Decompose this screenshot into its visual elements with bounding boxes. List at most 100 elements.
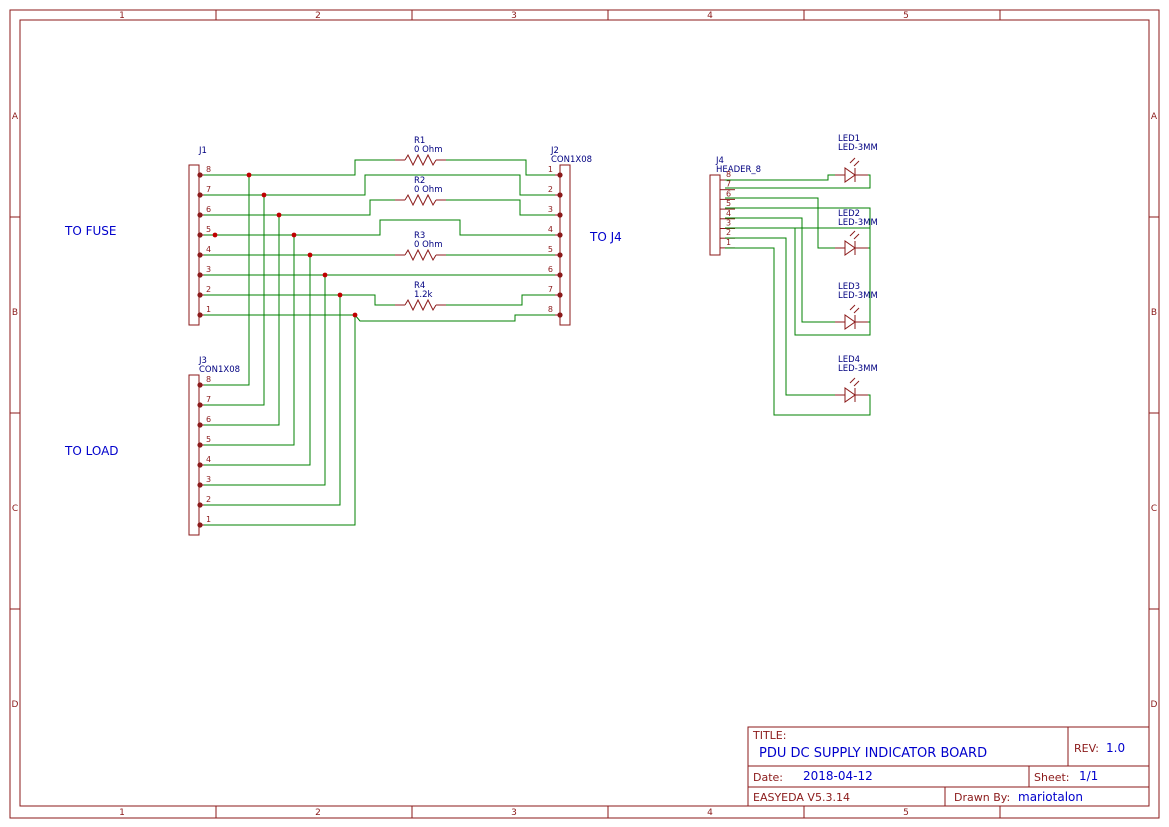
rev-value: 1.0 bbox=[1106, 741, 1125, 755]
j2-pin-dot bbox=[557, 192, 563, 198]
resistor-r1[interactable]: R1 0 Ohm bbox=[395, 136, 446, 167]
row-label-c-left: C bbox=[12, 504, 18, 514]
j3-pin-number: 1 bbox=[206, 515, 211, 524]
col-label-2-top: 2 bbox=[315, 11, 321, 21]
led4-value: LED-3MM bbox=[838, 364, 878, 374]
r2-value: 0 Ohm bbox=[414, 185, 442, 195]
resistor-r3[interactable]: R3 0 Ohm bbox=[395, 231, 446, 262]
j1-pin-number: 6 bbox=[206, 205, 211, 214]
j1-pin-dot bbox=[197, 232, 203, 238]
j1-pin-dot bbox=[197, 272, 203, 278]
j4-pin-number: 2 bbox=[726, 228, 731, 237]
drawn-by-label: Drawn By: bbox=[954, 791, 1010, 804]
r1-value: 0 Ohm bbox=[414, 145, 442, 155]
j2-pin-number: 5 bbox=[548, 245, 553, 254]
j4-pin-number: 1 bbox=[726, 238, 731, 247]
led3-ref: LED3 bbox=[838, 282, 860, 292]
j2-pin-dot bbox=[557, 312, 563, 318]
title-value: PDU DC SUPPLY INDICATOR BOARD bbox=[759, 746, 987, 761]
date-label: Date: bbox=[753, 771, 783, 784]
row-label-b-left: B bbox=[12, 308, 18, 318]
j2-pin-number: 8 bbox=[548, 305, 553, 314]
date-value: 2018-04-12 bbox=[803, 769, 873, 783]
led-4[interactable]: LED4 LED-3MM bbox=[835, 355, 878, 403]
led2-value: LED-3MM bbox=[838, 218, 878, 228]
j4-ref: J4 bbox=[715, 156, 724, 166]
j2-pin-number: 3 bbox=[548, 205, 553, 214]
j1-pin-dot bbox=[197, 312, 203, 318]
title-label: TITLE: bbox=[752, 729, 786, 742]
resistor-r2[interactable]: R2 0 Ohm bbox=[395, 176, 446, 207]
wires-j1-j2 bbox=[204, 159, 555, 322]
wires-j4-leds bbox=[725, 174, 871, 416]
col-label-2-bottom: 2 bbox=[315, 808, 321, 818]
j1-pin-number: 3 bbox=[206, 265, 211, 274]
row-label-d-right: D bbox=[1151, 700, 1158, 710]
tool-version: EASYEDA V5.3.14 bbox=[753, 791, 850, 804]
j2-pin-dot bbox=[557, 172, 563, 178]
j2-pin-number: 6 bbox=[548, 265, 553, 274]
row-label-a-right: A bbox=[1151, 112, 1158, 122]
j3-pin-number: 2 bbox=[206, 495, 211, 504]
j4-pin-number: 8 bbox=[726, 170, 731, 179]
led2-ref: LED2 bbox=[838, 209, 860, 219]
j4-pin-number: 6 bbox=[726, 189, 731, 198]
j2-pin-number: 4 bbox=[548, 225, 553, 234]
j3-ref: J3 bbox=[198, 356, 207, 366]
j2-pin-dot bbox=[557, 272, 563, 278]
j3-pin-number: 8 bbox=[206, 375, 211, 384]
r4-value: 1.2k bbox=[414, 290, 433, 300]
label-to-load: TO LOAD bbox=[64, 444, 119, 458]
led-1[interactable]: LED1 LED-3MM bbox=[835, 134, 878, 183]
j4-pin-number: 7 bbox=[726, 180, 731, 189]
j4-pin-number: 3 bbox=[726, 219, 731, 228]
j2-pin-dot bbox=[557, 232, 563, 238]
title-block: TITLE: PDU DC SUPPLY INDICATOR BOARD REV… bbox=[747, 726, 1150, 807]
j1-pin-number: 2 bbox=[206, 285, 211, 294]
j2-ref: J2 bbox=[550, 146, 559, 156]
col-label-1-bottom: 1 bbox=[119, 808, 125, 818]
j3-pin-number: 6 bbox=[206, 415, 211, 424]
led-3[interactable]: LED3 LED-3MM bbox=[835, 282, 878, 330]
j3-pin-number: 4 bbox=[206, 455, 211, 464]
row-label-a-left: A bbox=[12, 112, 19, 122]
led1-ref: LED1 bbox=[838, 134, 860, 144]
j1-pin-dot bbox=[197, 172, 203, 178]
j3-pin-dot bbox=[197, 462, 203, 468]
j1-pin-number: 1 bbox=[206, 305, 211, 314]
j3-pin-dot bbox=[197, 382, 203, 388]
sheet-border: 1 2 3 4 5 1 2 3 4 5 A B C D A B C D bbox=[9, 9, 1160, 819]
j1-pin-number: 8 bbox=[206, 165, 211, 174]
j3-pin-number: 3 bbox=[206, 475, 211, 484]
j2-pin-number: 7 bbox=[548, 285, 553, 294]
j1-pin-dot bbox=[197, 292, 203, 298]
j4-pin-number: 5 bbox=[726, 199, 731, 208]
row-label-b-right: B bbox=[1151, 308, 1157, 318]
sheet-value: 1/1 bbox=[1079, 769, 1098, 783]
j3-pin-number: 5 bbox=[206, 435, 211, 444]
j2-pin-dot bbox=[557, 212, 563, 218]
r3-ref: R3 bbox=[414, 231, 425, 241]
r1-ref: R1 bbox=[414, 136, 425, 146]
col-label-4-bottom: 4 bbox=[707, 808, 713, 818]
j1-pin-dot bbox=[197, 212, 203, 218]
col-label-5-top: 5 bbox=[903, 11, 909, 21]
j3-pin-dot bbox=[197, 402, 203, 408]
row-label-c-right: C bbox=[1151, 504, 1157, 514]
col-label-4-top: 4 bbox=[707, 11, 713, 21]
col-label-5-bottom: 5 bbox=[903, 808, 909, 818]
r2-ref: R2 bbox=[414, 176, 425, 186]
j2-pin-dot bbox=[557, 292, 563, 298]
j3-value: CON1X08 bbox=[199, 365, 240, 375]
j2-value: CON1X08 bbox=[551, 155, 592, 165]
led1-value: LED-3MM bbox=[838, 143, 878, 153]
j1-ref: J1 bbox=[198, 146, 207, 156]
r3-value: 0 Ohm bbox=[414, 240, 442, 250]
j2-pin-dot bbox=[557, 252, 563, 258]
label-to-j4: TO J4 bbox=[589, 230, 622, 244]
led-2[interactable]: LED2 LED-3MM bbox=[835, 209, 878, 256]
resistor-r4[interactable]: R4 1.2k bbox=[395, 281, 446, 312]
j3-pin-number: 7 bbox=[206, 395, 211, 404]
